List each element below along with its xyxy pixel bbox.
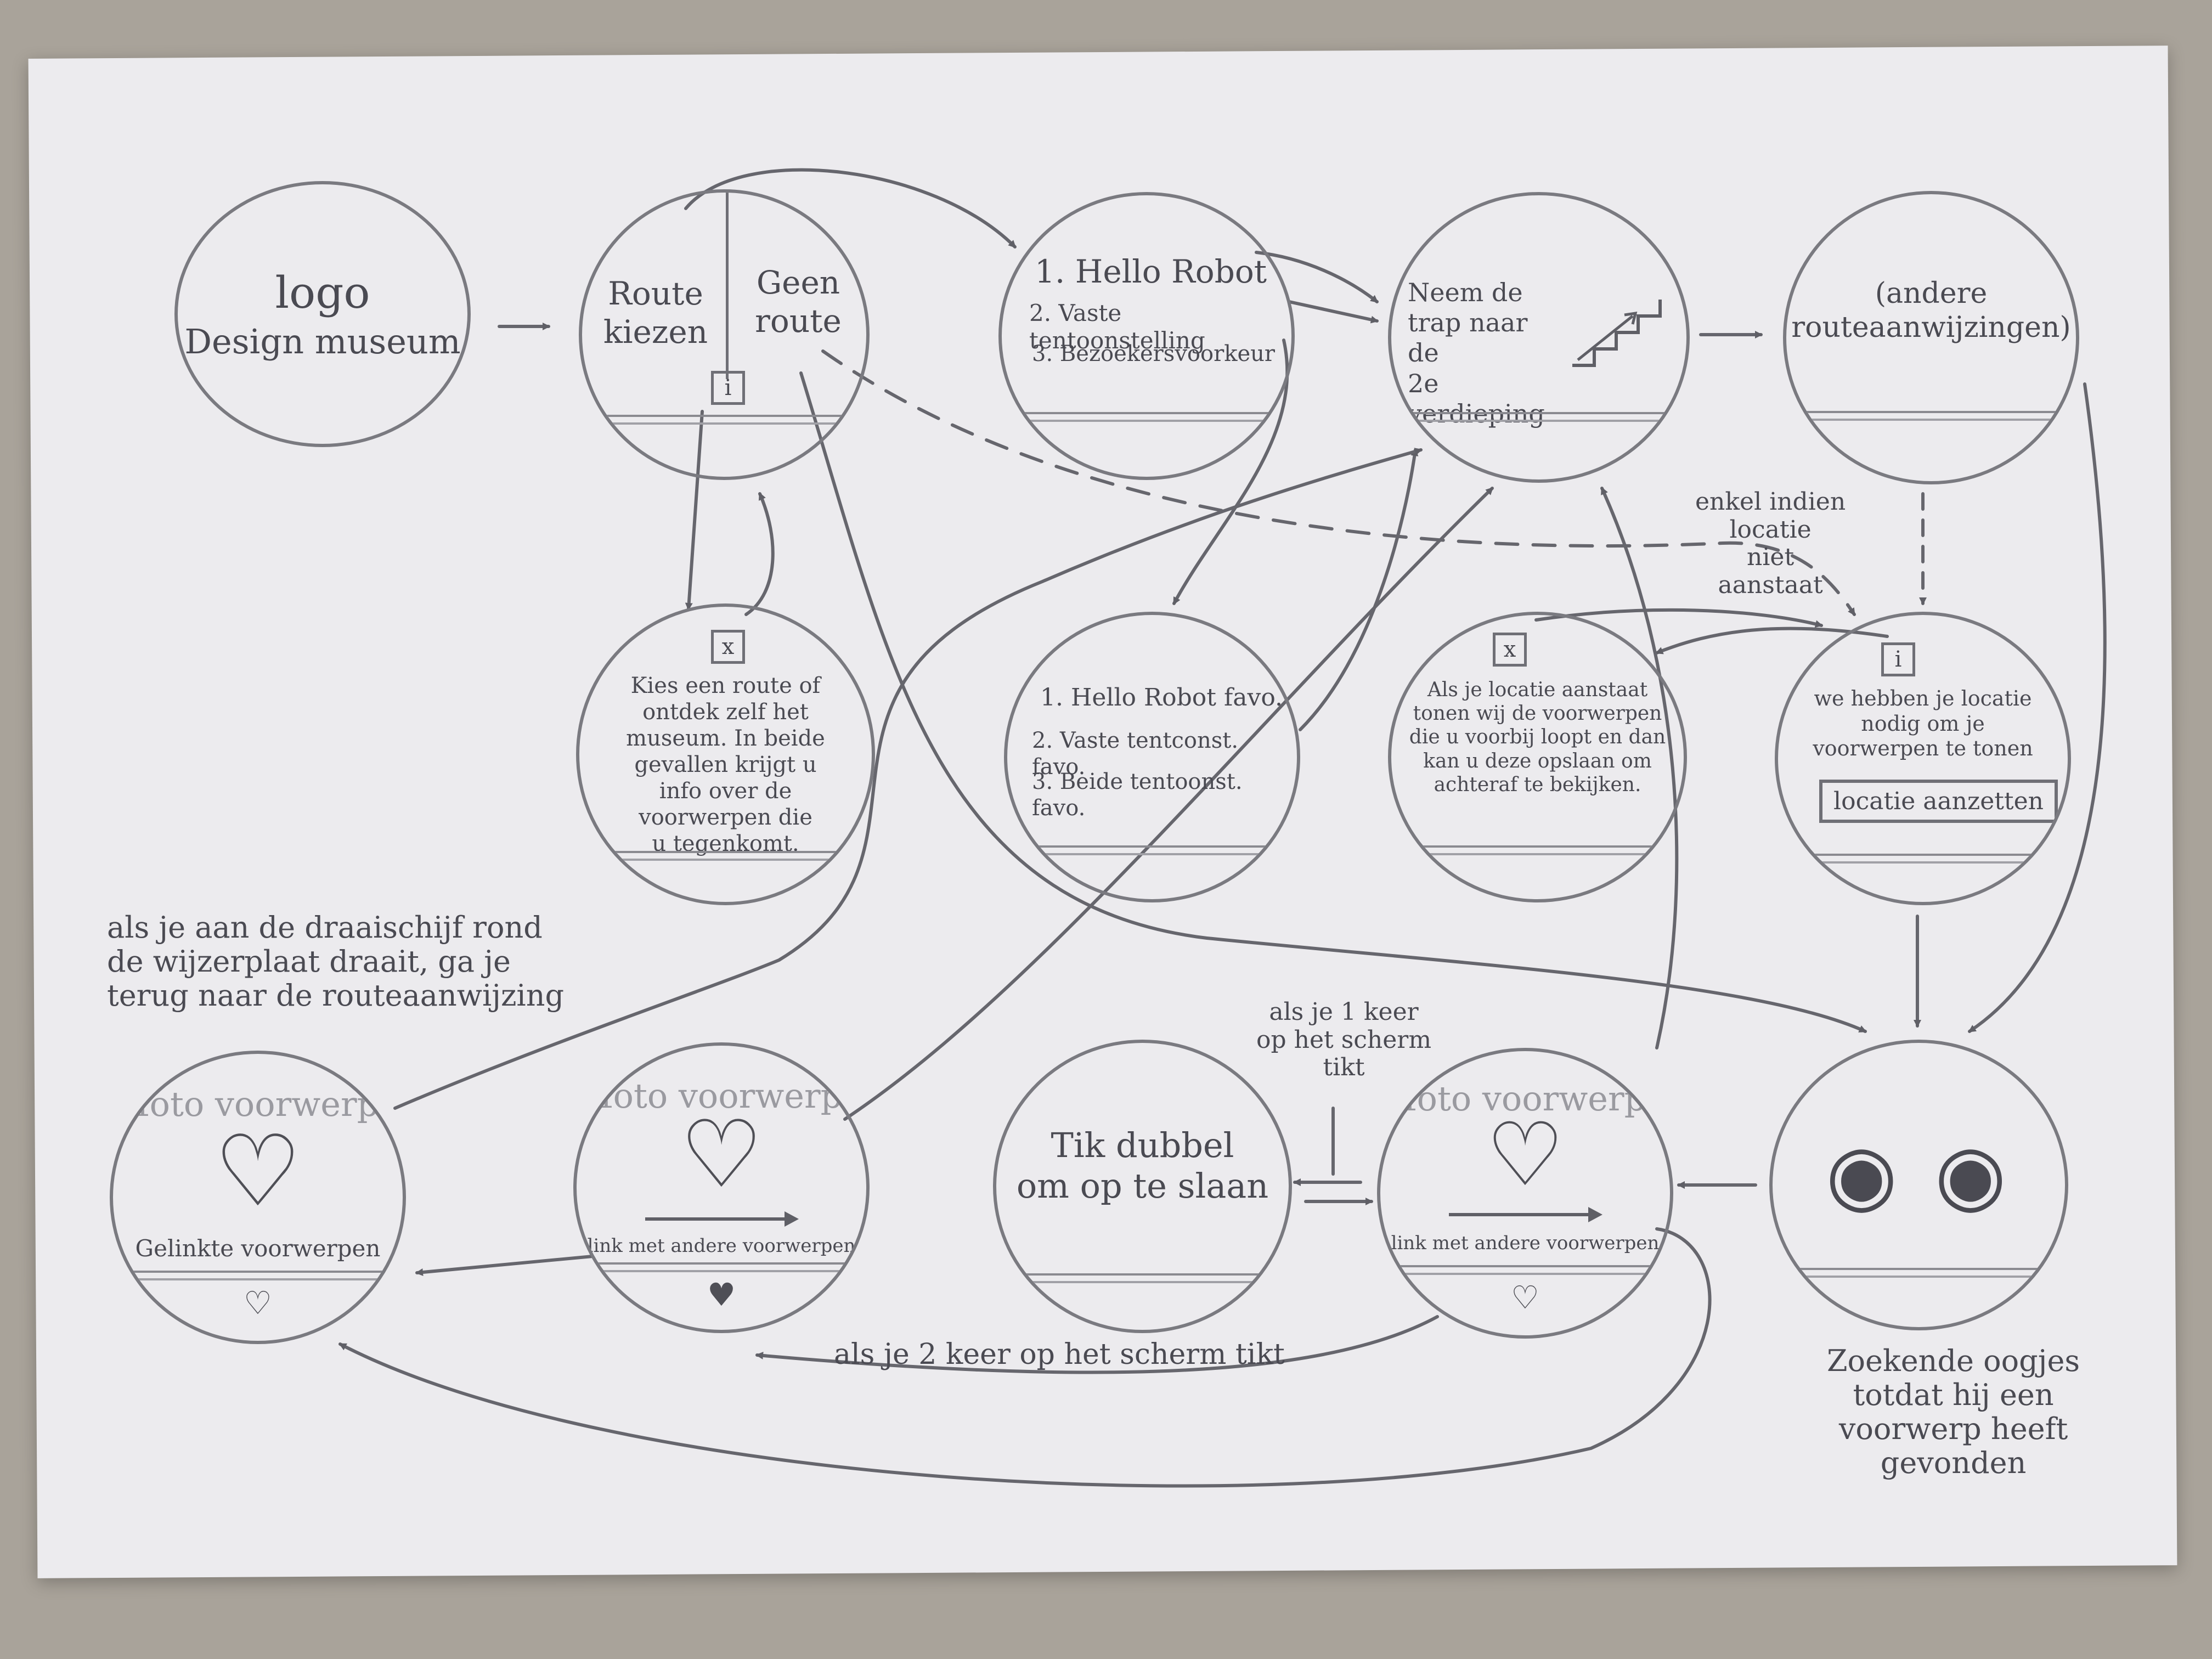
screen-stripe — [130, 1271, 386, 1280]
route-divider — [726, 193, 729, 379]
object-photo-label: foto voorwerp — [1404, 1079, 1646, 1119]
location-request-screen: i we hebben je locatie nodig om je voorw… — [1775, 612, 2071, 905]
screen-stripe — [1397, 1265, 1653, 1275]
link-arrow-icon — [645, 1211, 799, 1227]
favorite-item-1[interactable]: 1. Hello Robot favo. — [1040, 684, 1283, 712]
route-choice-screen: Route kiezen Geen route i — [579, 189, 870, 480]
stairs-screen: Neem de trap naar de 2e verdieping — [1388, 192, 1690, 483]
logo-screen: logo Design museum — [174, 181, 471, 447]
route-item-2[interactable]: 2. Vaste tentoonstelling — [1029, 300, 1205, 354]
double-tap-text: Tik dubbel om op te slaan — [1016, 1125, 1269, 1206]
object-photo-label: foto voorwerp — [600, 1076, 843, 1116]
heart-icon: ♡ — [679, 1101, 764, 1209]
favorite-heart-icon[interactable]: ♡ — [1511, 1279, 1539, 1316]
favorites-screen: 1. Hello Robot favo. 2. Vaste tentconst.… — [1004, 612, 1300, 902]
route-info-screen: x Kies een route of ontdek zelf het muse… — [576, 603, 875, 905]
arrow-route-to-eyes — [799, 371, 1867, 1033]
other-routes-screen: (andere routeaanwijzingen) — [1783, 191, 2079, 484]
enable-location-button[interactable]: locatie aanzetten — [1819, 780, 2058, 823]
location-info-text: Als je locatie aanstaat tonen wij de voo… — [1409, 679, 1666, 796]
screen-stripe — [1409, 412, 1669, 422]
screen-stripe — [594, 1262, 849, 1272]
screen-stripe — [1803, 411, 2059, 421]
screen-stripe — [1795, 854, 2051, 864]
other-routes-text: (andere routeaanwijzingen) — [1791, 277, 2071, 345]
info-icon[interactable]: i — [711, 371, 745, 405]
arrow-location-to-request — [1534, 608, 1823, 628]
location-condition-note: enkel indien locatie niet aanstaat — [1695, 488, 1846, 599]
object-screen-a: foto voorwerp ♡ link met andere voorwerp… — [573, 1042, 870, 1333]
dial-note: als je aan de draaischijf rond de wijzer… — [107, 910, 565, 1013]
double-tap-screen: Tik dubbel om op te slaan — [993, 1040, 1292, 1333]
screen-stripe — [1408, 845, 1667, 855]
info-icon[interactable]: i — [1881, 642, 1915, 676]
arrow-hello2-to-stairs — [1288, 300, 1379, 324]
route-item-1[interactable]: 1. Hello Robot — [1035, 253, 1267, 290]
screen-stripe — [599, 415, 849, 425]
arrow-info-back — [744, 492, 775, 616]
linked-objects-screen: foto voorwerp ♡ Gelinkte voorwerpen ♡ — [110, 1051, 406, 1344]
searching-eyes-note: Zoekende oogjes totdat hij een voorwerp … — [1827, 1344, 2080, 1481]
arrow-objectA-to-linked — [415, 1255, 594, 1276]
screen-stripe — [596, 851, 855, 861]
two-taps-note: als je 2 keer op het scherm tikt — [834, 1338, 1285, 1371]
stairs-icon — [1572, 300, 1662, 367]
route-info-text: Kies een route of ontdek zelf het museum… — [626, 673, 825, 856]
favorite-item-2[interactable]: 2. Vaste tentconst. favo. — [1032, 728, 1239, 780]
searching-eyes-screen: ◉ ◉ — [1769, 1040, 2068, 1330]
museum-name: Design museum — [184, 321, 461, 362]
arrow-fav-to-stairs — [1299, 448, 1419, 731]
favorite-item-3[interactable]: 3. Beide tentoonst. favo. — [1032, 769, 1243, 821]
link-caption[interactable]: link met andere voorwerpen — [1391, 1232, 1660, 1254]
arrow-route-dashed — [821, 349, 1856, 616]
no-route-button[interactable]: Geen route — [755, 264, 842, 340]
location-info-screen: x Als je locatie aanstaat tonen wij de v… — [1388, 612, 1687, 902]
eyes-icon: ◉ ◉ — [1825, 1127, 2012, 1222]
close-icon[interactable]: x — [1493, 633, 1527, 667]
one-tap-note: als je 1 keer op het scherm tikt — [1256, 998, 1432, 1082]
arrow-route-to-hello — [684, 168, 1017, 249]
object-screen-b: foto voorwerp ♡ link met andere voorwerp… — [1377, 1048, 1673, 1339]
arrow-hello1-to-stairs — [1255, 251, 1379, 303]
arrow-other-to-eyes — [1968, 382, 2107, 1033]
arrow-request-to-location — [1655, 627, 1889, 654]
favorite-heart-icon[interactable]: ♥ — [707, 1276, 736, 1313]
object-photo-label: foto voorwerp — [137, 1084, 379, 1124]
arrow-objectB-to-objectA — [755, 1315, 1439, 1374]
heart-icon: ♡ — [1486, 1103, 1565, 1206]
route-choose-button[interactable]: Route kiezen — [603, 275, 708, 351]
stairs-instruction: Neem de trap naar de 2e verdieping — [1408, 278, 1545, 428]
route-item-3[interactable]: 3. Bezoekersvoorkeur — [1032, 341, 1276, 366]
arrow-linked-to-stairs — [393, 448, 1423, 1110]
heart-icon: ♡ — [213, 1114, 302, 1229]
screen-stripe — [1019, 412, 1274, 422]
screen-stripe — [1024, 845, 1280, 855]
arrow-objectB-to-linked — [338, 1227, 1712, 1488]
linked-objects-caption: Gelinkte voorwerpen — [135, 1235, 381, 1262]
logo-text: logo — [275, 267, 370, 318]
location-request-text: we hebben je locatie nodig om je voorwer… — [1813, 686, 2033, 761]
favorite-heart-icon[interactable]: ♡ — [244, 1284, 272, 1322]
route-list-screen: 1. Hello Robot 2. Vaste tentoonstelling … — [998, 192, 1295, 480]
screen-stripe — [1013, 1273, 1272, 1283]
link-arrow-icon — [1449, 1207, 1602, 1222]
screen-stripe — [1790, 1268, 2048, 1278]
link-caption[interactable]: link met andere voorwerpen — [587, 1235, 856, 1257]
close-icon[interactable]: x — [711, 630, 745, 664]
